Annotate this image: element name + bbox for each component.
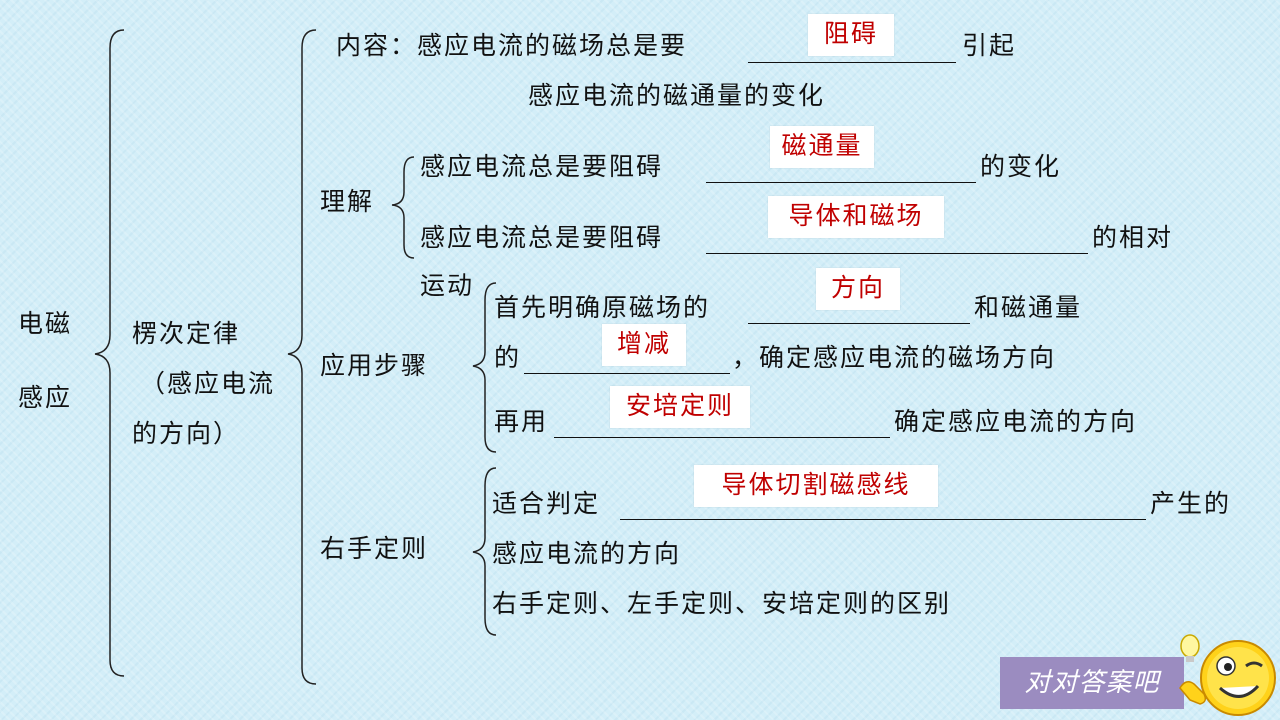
right-hand-line1-suffix: 产生的	[1150, 489, 1232, 518]
right-hand-label: 右手定则	[320, 534, 429, 563]
right-hand-line3: 右手定则、左手定则、安培定则的区别	[492, 589, 952, 618]
step1-answer: 方向	[816, 268, 900, 310]
step3-suffix: 确定感应电流的方向	[894, 407, 1138, 436]
understanding-brace	[391, 156, 415, 259]
right-hand-blank	[620, 519, 1146, 520]
step2-blank	[524, 373, 730, 374]
content-suffix: 引起	[962, 31, 1017, 60]
understanding-label: 理解	[320, 187, 375, 216]
step2-prefix: 的	[494, 343, 522, 372]
step3-prefix: 再用	[494, 407, 549, 436]
understanding-item1-suffix: 的变化	[980, 152, 1062, 181]
right-hand-answer: 导体切割磁感线	[694, 465, 938, 507]
understanding-item2-blank	[706, 253, 1088, 254]
understanding-item1-prefix: 感应电流总是要阻碍	[420, 152, 664, 181]
content-answer: 阻碍	[808, 14, 894, 56]
smiley-lightbulb-icon	[1179, 634, 1276, 716]
step1-suffix: 和磁通量	[974, 293, 1083, 322]
step2-suffix: ，确定感应电流的磁场方向	[732, 343, 1057, 372]
understanding-item2-suffix: 的相对	[1092, 223, 1174, 252]
step1-blank	[748, 323, 970, 324]
check-answers-button[interactable]: 对对答案吧	[1000, 657, 1184, 709]
right-hand-brace	[472, 467, 497, 636]
understanding-item2-prefix: 感应电流总是要阻碍	[420, 223, 664, 252]
step1-prefix: 首先明确原磁场的	[494, 293, 711, 322]
lenz-brace	[287, 29, 317, 685]
step3-answer: 安培定则	[610, 386, 750, 428]
content-prefix: 内容：感应电流的磁场总是要	[336, 31, 688, 60]
steps-brace	[472, 282, 497, 453]
step2-answer: 增减	[602, 324, 686, 366]
lenz-label-line2: （感应电流	[140, 369, 276, 398]
understanding-item2-wrap: 运动	[420, 271, 475, 300]
root-label-line2: 感应	[18, 383, 73, 412]
lenz-label-line1: 楞次定律	[132, 319, 241, 348]
steps-label: 应用步骤	[320, 351, 429, 380]
root-label-line1: 电磁	[18, 309, 73, 338]
content-line2: 感应电流的磁通量的变化	[528, 81, 826, 110]
right-hand-line2: 感应电流的方向	[492, 539, 682, 568]
understanding-item2-answer: 导体和磁场	[768, 196, 944, 238]
right-hand-line1-prefix: 适合判定	[492, 489, 601, 518]
understanding-item1-answer: 磁通量	[770, 126, 874, 168]
content-blank	[748, 62, 956, 63]
step3-blank	[554, 437, 890, 438]
root-brace	[94, 29, 125, 677]
understanding-item1-blank	[706, 182, 976, 183]
lenz-label-line3: 的方向）	[132, 419, 241, 448]
